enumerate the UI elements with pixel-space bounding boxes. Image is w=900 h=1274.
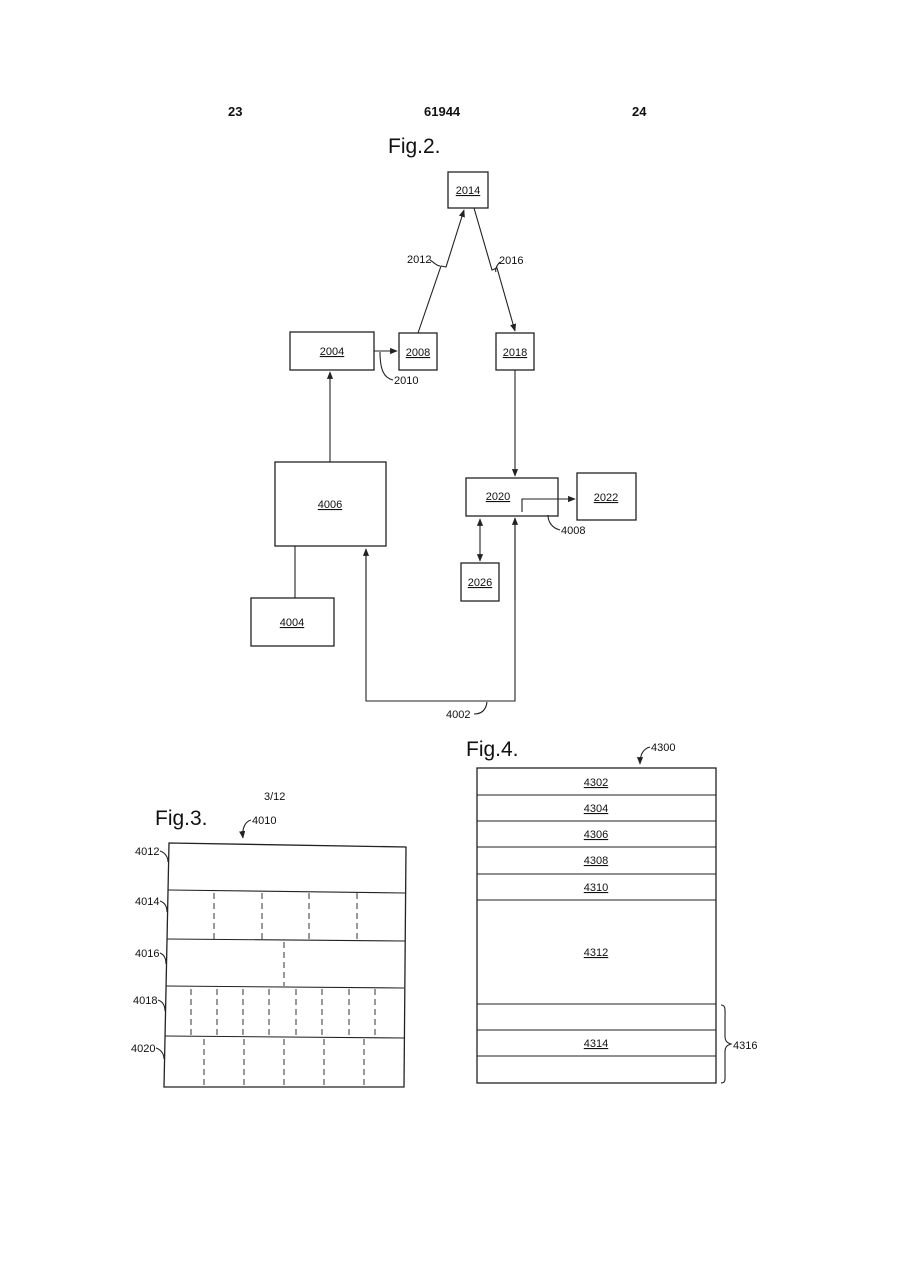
ref-2010-leader bbox=[380, 352, 393, 380]
ref-2016: 2016 bbox=[499, 255, 523, 267]
fig3-row-leader bbox=[160, 953, 166, 964]
fig4-frame bbox=[477, 768, 716, 1083]
fig4-row-4314: 4314 bbox=[584, 1038, 608, 1050]
fig4-brace bbox=[721, 1005, 731, 1083]
fig3-row-label-4018: 4018 bbox=[133, 995, 157, 1007]
ref-2010: 2010 bbox=[394, 375, 418, 387]
fig3-ref-leader bbox=[243, 820, 251, 838]
fig3-frame bbox=[164, 843, 406, 1087]
fig3-row-label-4020: 4020 bbox=[131, 1043, 155, 1055]
fig4-row-4302: 4302 bbox=[584, 777, 608, 789]
fig2-diagram: Fig.2. 2014 2004 2008 2018 4006 4004 202… bbox=[251, 135, 636, 721]
fig4-row-4312: 4312 bbox=[584, 947, 608, 959]
box-2018-label: 2018 bbox=[503, 347, 527, 359]
fig2-title: Fig.2. bbox=[388, 135, 441, 158]
fig3-row-leader bbox=[156, 1048, 164, 1059]
ref-4008: 4008 bbox=[561, 525, 585, 537]
box-2004-label: 2004 bbox=[320, 346, 344, 358]
fig4-diagram: Fig.4. 4300 4302 4304 4306 4308 4310 431… bbox=[466, 738, 757, 1083]
fig4-row-4308: 4308 bbox=[584, 855, 608, 867]
box-2008-label: 2008 bbox=[406, 347, 430, 359]
box-2026-label: 2026 bbox=[468, 577, 492, 589]
fig4-row-4304: 4304 bbox=[584, 803, 608, 815]
ref-4002-leader bbox=[474, 702, 487, 714]
link-2008-to-2014 bbox=[418, 210, 464, 333]
fig4-row-4306: 4306 bbox=[584, 829, 608, 841]
box-4004-label: 4004 bbox=[280, 617, 304, 629]
sheet-number: 3/12 bbox=[264, 791, 285, 803]
box-2014-label: 2014 bbox=[456, 185, 480, 197]
fig3-row-leader bbox=[160, 901, 167, 912]
link-4002-loop bbox=[366, 518, 515, 701]
link-2014-to-2018 bbox=[474, 208, 515, 331]
fig4-row-4310: 4310 bbox=[584, 882, 608, 894]
ref-4002: 4002 bbox=[446, 709, 470, 721]
fig3-ref: 4010 bbox=[252, 815, 276, 827]
box-4006-label: 4006 bbox=[318, 499, 342, 511]
fig4-brace-ref: 4316 bbox=[733, 1040, 757, 1052]
fig3-row-label-4014: 4014 bbox=[135, 896, 159, 908]
fig3-title: Fig.3. bbox=[155, 807, 208, 830]
fig3-diagram: 3/12 Fig.3. 4010 bbox=[131, 791, 406, 1087]
box-2020 bbox=[466, 478, 558, 516]
fig4-ref: 4300 bbox=[651, 742, 675, 754]
fig3-row-leader bbox=[158, 1000, 165, 1011]
fig4-ref-leader bbox=[640, 747, 650, 764]
fig3-row-label-4012: 4012 bbox=[135, 846, 159, 858]
fig3-row-leader bbox=[160, 851, 168, 862]
ref-2012-leader bbox=[430, 260, 440, 266]
ref-2012: 2012 bbox=[407, 254, 431, 266]
fig4-title: Fig.4. bbox=[466, 738, 519, 761]
ref-4008-leader bbox=[548, 515, 560, 530]
box-2022-label: 2022 bbox=[594, 492, 618, 504]
fig3-row-label-4016: 4016 bbox=[135, 948, 159, 960]
box-2020-label: 2020 bbox=[486, 491, 510, 503]
